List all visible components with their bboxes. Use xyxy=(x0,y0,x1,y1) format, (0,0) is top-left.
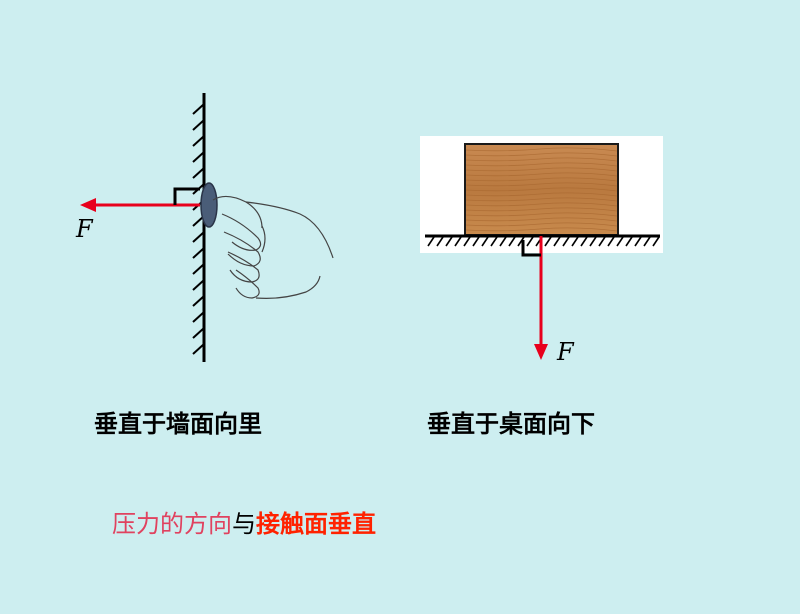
conclusion-part2: 与 xyxy=(232,510,256,538)
caption-wall: 垂直于墙面向里 xyxy=(94,410,262,438)
conclusion-text: 压力的方向与接触面垂直 xyxy=(112,504,376,539)
conclusion-part3: 接触面垂直 xyxy=(256,510,376,538)
hand-illustration xyxy=(212,195,334,299)
right-angle-marker-right xyxy=(521,240,541,257)
thumbtack-icon xyxy=(200,182,218,228)
force-label-right: F xyxy=(556,338,575,366)
caption-table: 垂直于桌面向下 xyxy=(427,410,595,438)
force-arrow-left xyxy=(80,198,200,212)
conclusion-part1: 压力的方向 xyxy=(112,510,232,538)
wall xyxy=(192,93,206,362)
right-angle-marker xyxy=(173,187,200,205)
force-label-left: F xyxy=(75,215,94,243)
wooden-block xyxy=(464,143,619,236)
